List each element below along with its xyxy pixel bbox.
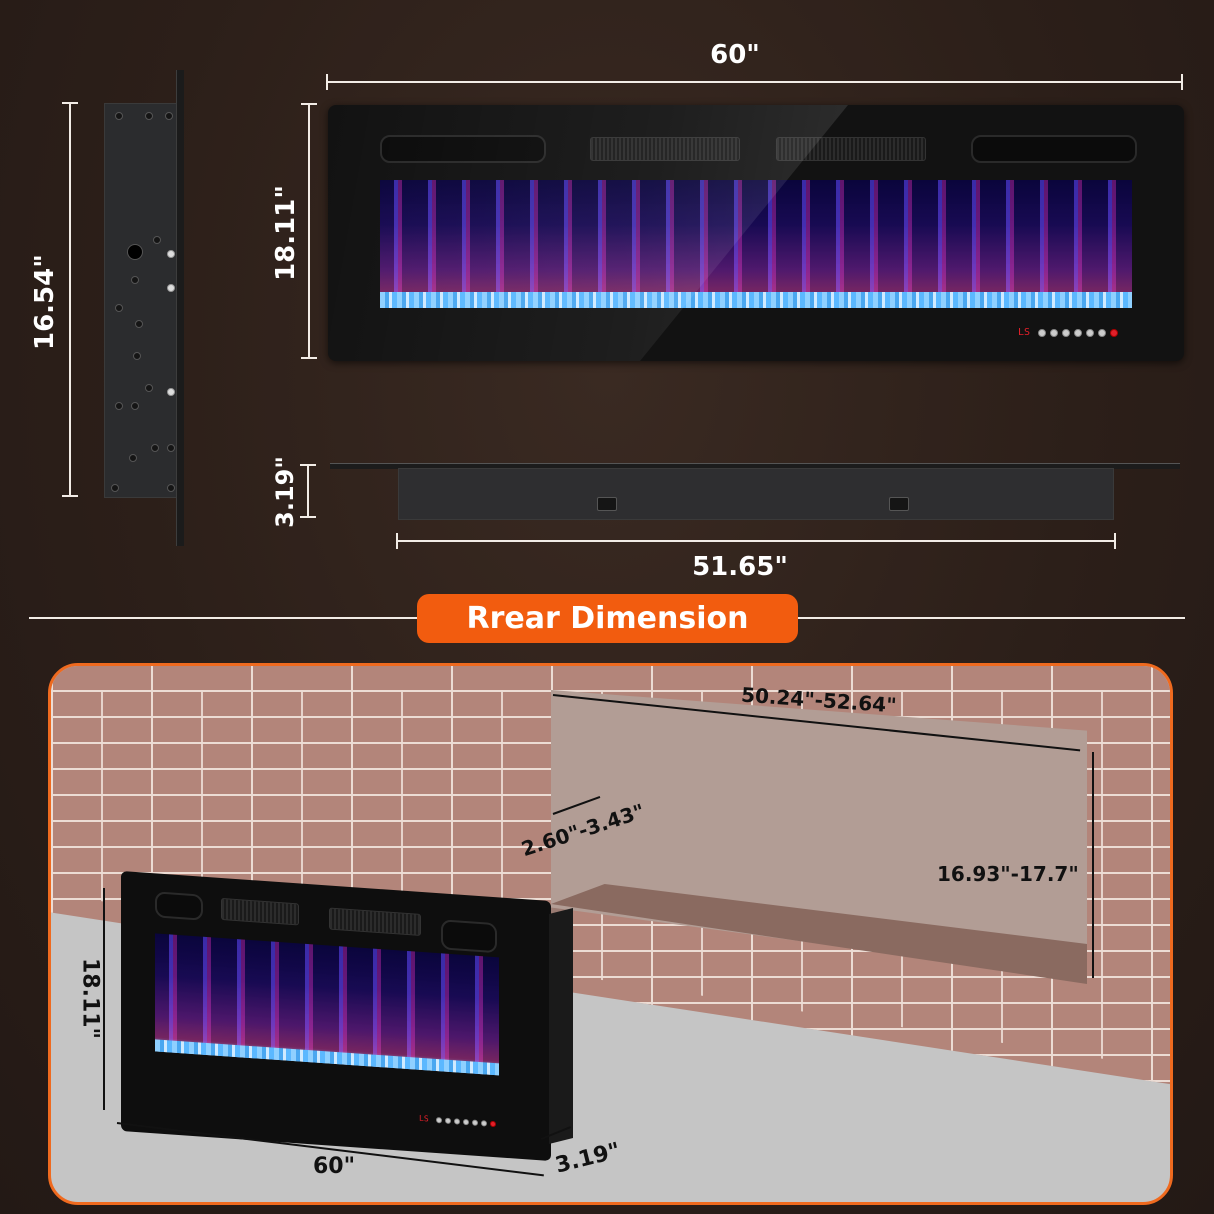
control-panel: LS [419, 1114, 496, 1128]
front-height-label: 18.11" [271, 185, 301, 281]
fireplace-width-label: 60" [313, 1154, 356, 1179]
heater-grille-left [590, 137, 740, 161]
screw [131, 402, 139, 410]
timer-button[interactable] [1074, 328, 1083, 337]
screw [129, 454, 137, 462]
top-depth-label: 3.19" [271, 456, 299, 528]
air-vent-right [441, 919, 497, 954]
on-off-button[interactable] [489, 1120, 496, 1127]
air-vent-right [971, 135, 1137, 163]
side-height-tick-bottom [62, 495, 78, 497]
led-display: LS [1018, 327, 1031, 338]
crystal-ember-bed [155, 1039, 499, 1076]
fireplace-depth-label: 3.19" [552, 1138, 623, 1179]
front-height-dimension-line [308, 103, 310, 359]
screw [133, 352, 141, 360]
screw [153, 236, 161, 244]
fireplace-front-view: LS [328, 105, 1184, 361]
fireplace-3d: LS [121, 870, 551, 1162]
control-panel: LS [1018, 327, 1119, 338]
mount-bracket [597, 497, 617, 511]
screw [145, 112, 153, 120]
front-width-label: 60" [710, 40, 760, 70]
color-button[interactable] [1086, 328, 1095, 337]
divider-right [796, 617, 1185, 619]
heater-grille-left [221, 897, 299, 926]
screw [165, 112, 173, 120]
front-height-tick-bottom [301, 357, 317, 359]
color-button[interactable] [471, 1118, 478, 1126]
screw [111, 484, 119, 492]
flame-button[interactable] [1062, 328, 1071, 337]
flame-display [380, 180, 1132, 308]
heat-button[interactable] [444, 1117, 451, 1124]
screw [167, 388, 175, 396]
box-width-dimension-line [397, 540, 1115, 542]
power-button[interactable] [1038, 328, 1047, 337]
timer-button[interactable] [462, 1118, 469, 1125]
front-width-dimension-line [327, 81, 1183, 83]
knob [127, 244, 143, 260]
side-view-front-plate [176, 70, 184, 546]
screw [167, 444, 175, 452]
air-vent-left [380, 135, 546, 163]
top-depth-tick-bottom [300, 516, 316, 518]
screw [115, 304, 123, 312]
box-width-tick-right [1114, 533, 1116, 549]
mount-bracket [889, 497, 909, 511]
top-depth-dimension-line [307, 464, 309, 518]
side-height-dimension-line [69, 102, 71, 497]
led-display: LS [419, 1113, 429, 1124]
screw [115, 402, 123, 410]
top-view-box [398, 468, 1114, 520]
box-width-tick-left [396, 533, 398, 549]
screw [167, 250, 175, 258]
top-depth-tick-top [300, 464, 316, 466]
side-view-panel [104, 103, 178, 498]
on-off-button[interactable] [1110, 328, 1119, 337]
top-view-front-plate [330, 463, 1180, 469]
brightness-button[interactable] [1098, 328, 1107, 337]
screw [151, 444, 159, 452]
fireplace-height-dimension-line [103, 888, 105, 1110]
heater-grille-right [329, 907, 421, 936]
power-button[interactable] [435, 1116, 442, 1123]
heat-button[interactable] [1050, 328, 1059, 337]
niche-height-label: 16.93"-17.7" [937, 862, 1079, 886]
box-width-label: 51.65" [692, 552, 788, 582]
screw [115, 112, 123, 120]
screw [135, 320, 143, 328]
front-height-tick-top [301, 103, 317, 105]
screw [167, 284, 175, 292]
air-vent-left [155, 891, 203, 921]
installation-scene: 50.24"-52.64" 2.60"-3.43" 16.93"-17.7" L… [48, 663, 1173, 1205]
section-banner: Rrear Dimension [417, 594, 798, 643]
crystal-ember-bed [380, 292, 1132, 308]
front-width-tick-left [326, 74, 328, 90]
heater-grille-right [776, 137, 926, 161]
flame-button[interactable] [453, 1117, 460, 1125]
flame-display [155, 933, 499, 1076]
screw [145, 384, 153, 392]
fireplace-height-label: 18.11" [77, 957, 103, 1040]
screw [167, 484, 175, 492]
side-height-tick-top [62, 102, 78, 104]
divider-left [29, 617, 419, 619]
side-height-label: 16.54" [30, 254, 60, 350]
front-width-tick-right [1181, 74, 1183, 90]
fireplace-3d-side [549, 908, 573, 1144]
niche-height-dimension-line [1092, 752, 1094, 978]
screw [131, 276, 139, 284]
brightness-button[interactable] [480, 1119, 487, 1127]
